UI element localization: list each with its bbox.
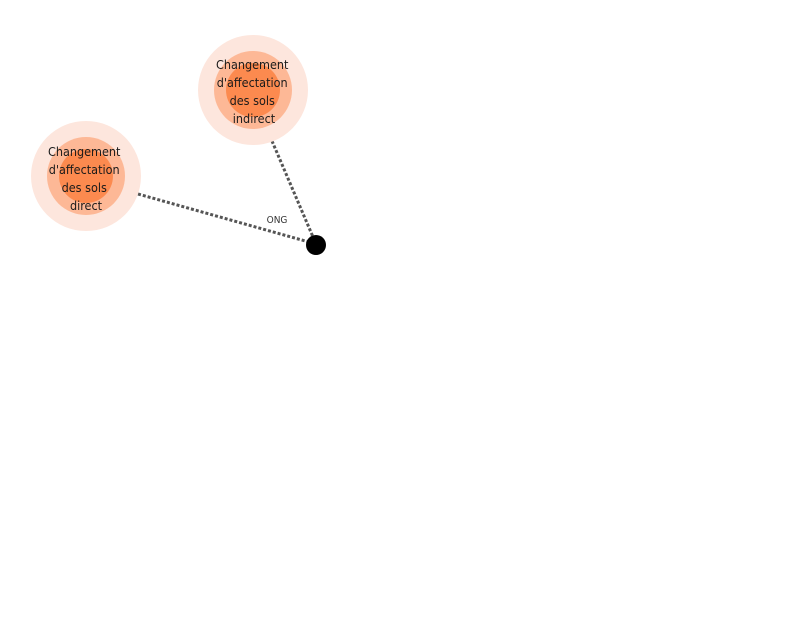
node-label: Changement d'affectation des sols indire…	[216, 57, 292, 126]
node-label: Changement d'affectation des sols direct	[48, 144, 124, 213]
edges: ONG	[137, 140, 318, 246]
node-cas-direct[interactable]: Changement d'affectation des sols direct	[31, 121, 141, 231]
edge-direct-to-hub[interactable]	[137, 192, 317, 246]
edge-label-ong: ONG	[267, 215, 288, 226]
node-halo-core	[59, 149, 113, 203]
edge-indirect-to-hub[interactable]	[270, 140, 318, 245]
node-halo-core	[226, 63, 280, 117]
hub-dot[interactable]	[306, 235, 326, 255]
node-cas-indirect[interactable]: Changement d'affectation des sols indire…	[198, 35, 308, 145]
node-hub[interactable]	[306, 235, 326, 255]
